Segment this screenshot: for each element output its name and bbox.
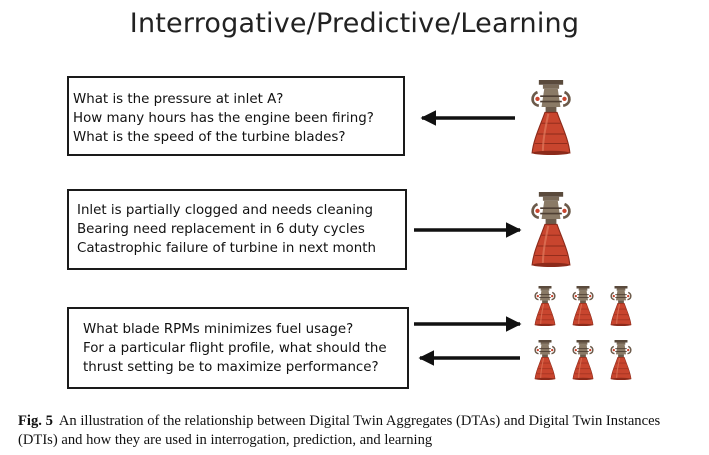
rocket-engine-icon xyxy=(572,285,594,327)
learning-line-2: For a particular flight profile, what sh… xyxy=(83,341,387,356)
predictive-line-2: Bearing need replacement in 6 duty cycle… xyxy=(77,222,365,237)
predictive-line-3: Catastrophic failure of turbine in next … xyxy=(77,241,376,256)
interrogative-line-2: How many hours has the engine been firin… xyxy=(73,111,374,126)
caption-text: An illustration of the relationship betw… xyxy=(18,413,661,448)
interrogative-line-3: What is the speed of the turbine blades? xyxy=(73,130,346,145)
figure-label: Fig. 5 xyxy=(18,413,53,429)
rocket-engine-icon xyxy=(534,285,556,327)
predictive-box: Inlet is partially clogged and needs cle… xyxy=(67,189,407,270)
rocket-engine-icon xyxy=(534,339,556,381)
predictive-line-1: Inlet is partially clogged and needs cle… xyxy=(77,203,373,218)
interrogative-box: What is the pressure at inlet A? How man… xyxy=(67,76,405,156)
diagram-title: Interrogative/Predictive/Learning xyxy=(129,8,580,39)
rocket-engine-icon xyxy=(572,339,594,381)
rocket-engine-icon xyxy=(530,78,572,157)
learning-line-1: What blade RPMs minimizes fuel usage? xyxy=(83,322,354,337)
rocket-engine-icon xyxy=(530,190,572,269)
rocket-engine-icon xyxy=(610,339,632,381)
learning-box: What blade RPMs minimizes fuel usage? Fo… xyxy=(67,307,409,389)
learning-line-3: thrust setting be to maximize performanc… xyxy=(83,360,379,375)
rocket-engine-icon xyxy=(610,285,632,327)
interrogative-line-1: What is the pressure at inlet A? xyxy=(73,92,284,107)
